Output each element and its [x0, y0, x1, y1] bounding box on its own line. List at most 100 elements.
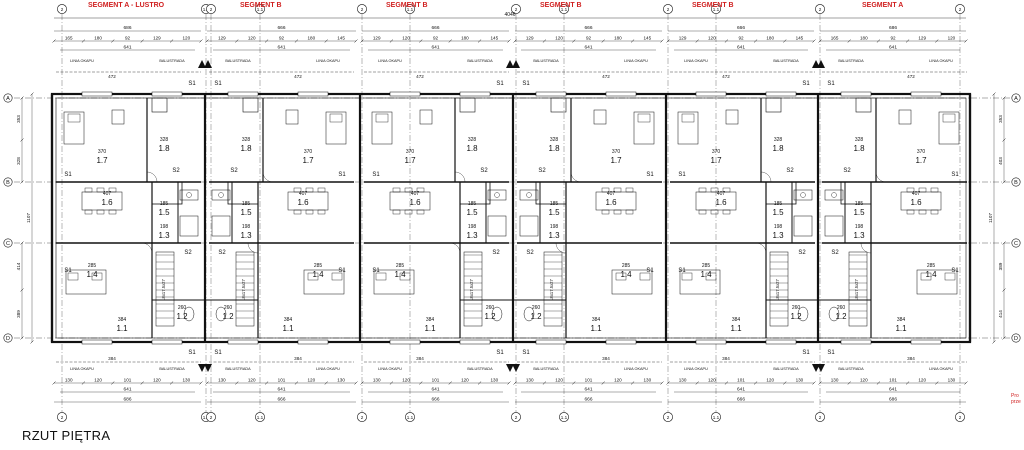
chair [404, 187, 413, 193]
wardrobe-box [855, 97, 872, 113]
dim-value: 120 [555, 36, 563, 41]
section-marker [512, 60, 520, 68]
dim-value: 129 [526, 36, 534, 41]
window-bottom [535, 339, 567, 345]
sub-width: 641 [277, 45, 285, 51]
v-dim-tick [20, 180, 24, 184]
pillow [375, 113, 389, 123]
window-bottom [459, 339, 491, 345]
pillow [705, 272, 717, 281]
dim-tick [360, 39, 364, 43]
dim-tick [205, 39, 209, 43]
room-area: 384 [118, 317, 127, 323]
balustrade-label: BALUSTRADA [533, 59, 559, 63]
room-number: 1.2 [790, 312, 802, 321]
room-number: 1.6 [409, 198, 421, 207]
wardrobe-box [242, 97, 259, 113]
segment-width-bottom: 666 [431, 397, 439, 403]
v-dim-tick [1002, 288, 1006, 292]
v-dim-tick [1002, 241, 1006, 245]
window-tag: S2 [538, 168, 546, 174]
building-inner-wall-line [55, 97, 967, 339]
segment-label: SEGMENT B [240, 2, 282, 9]
wardrobe-box [765, 97, 782, 113]
row-axis-bubble [3, 238, 13, 248]
room-number: 1.8 [853, 144, 865, 153]
bathroom-box [840, 181, 872, 205]
room-area: 370 [304, 149, 313, 155]
room-area: 285 [622, 263, 631, 269]
window-bottom [695, 339, 727, 345]
chair [698, 187, 707, 193]
room-area: 407 [299, 191, 308, 197]
dim-value: 384 [416, 356, 424, 361]
pillow [681, 113, 695, 123]
v-dim-tick [992, 92, 996, 96]
dim-tick [818, 39, 822, 43]
chair [392, 209, 401, 215]
room-number: 1.8 [240, 144, 252, 153]
room-number: 1.3 [158, 231, 170, 240]
v-dim-value: 389 [998, 262, 1003, 270]
section-marker [204, 364, 212, 372]
toilet [215, 306, 227, 322]
dim-tick [935, 39, 939, 43]
pillow [67, 272, 79, 281]
dim-value: 384 [907, 356, 915, 361]
chair [305, 187, 314, 193]
dim-tick [477, 381, 482, 385]
column-axis-bubble-top [357, 4, 367, 14]
window-tag: S2 [480, 168, 488, 174]
segment-label: SEGMENT A [862, 2, 904, 9]
dim-tick [542, 381, 547, 385]
dim-tick [52, 381, 56, 385]
column-axis-label-bottom: 1.1 [713, 415, 720, 420]
window-tag: S1 [372, 268, 380, 274]
balustrade-label: BALUSTRADA [225, 59, 251, 63]
chair [404, 209, 413, 215]
dim-value: 180 [860, 36, 868, 41]
balustrade-label: BALUSTRADA [159, 367, 185, 371]
balustrade-label: BALUSTRADA [838, 367, 864, 371]
window-bottom [389, 339, 421, 345]
dim-value: 165 [65, 36, 73, 41]
stair-label: 18x17.5x27 [469, 279, 474, 301]
chair [625, 187, 634, 193]
column-axis-bubble-top [511, 4, 521, 14]
door-swing [555, 242, 567, 254]
room-area: 370 [612, 149, 621, 155]
dim-value: 120 [307, 378, 315, 383]
room-area: 198 [468, 224, 477, 230]
double-bed [373, 269, 415, 295]
dim-tick [507, 39, 511, 43]
room-area: 328 [855, 137, 864, 143]
section-marker [817, 364, 825, 372]
column-axis-label-top: 1.1 [713, 7, 720, 12]
door-swing [860, 242, 872, 254]
window-tag: S1 [951, 268, 959, 274]
dim-tick [812, 39, 816, 43]
room-number: 1.5 [772, 208, 784, 217]
dim-tick [324, 381, 328, 385]
room-number: 1.5 [240, 208, 252, 217]
v-dim-tick [30, 340, 34, 344]
room-number: 1.8 [772, 144, 784, 153]
eave-label: LINIA OKAPU [378, 59, 402, 63]
door-swing [454, 171, 466, 183]
room-area: 285 [314, 263, 323, 269]
window-bottom [840, 339, 872, 345]
sink [519, 189, 539, 201]
dim-value: 130 [679, 378, 687, 383]
dim-tick [601, 381, 605, 385]
window-tag: S1 [646, 172, 654, 178]
balustrade-label: BALUSTRADA [159, 59, 185, 63]
drawing-title: RZUT PIĘTRA [22, 428, 111, 443]
chair [293, 187, 302, 193]
row-axis-label: A [6, 96, 10, 102]
dim-value: 145 [337, 36, 345, 41]
room-number: 1.6 [910, 198, 922, 207]
double-bed [611, 269, 653, 295]
room-number: 1.5 [158, 208, 170, 217]
unit-segment: 18x17.5x273701.73281.84071.61851.51981.3… [203, 59, 354, 372]
chair [710, 187, 719, 193]
